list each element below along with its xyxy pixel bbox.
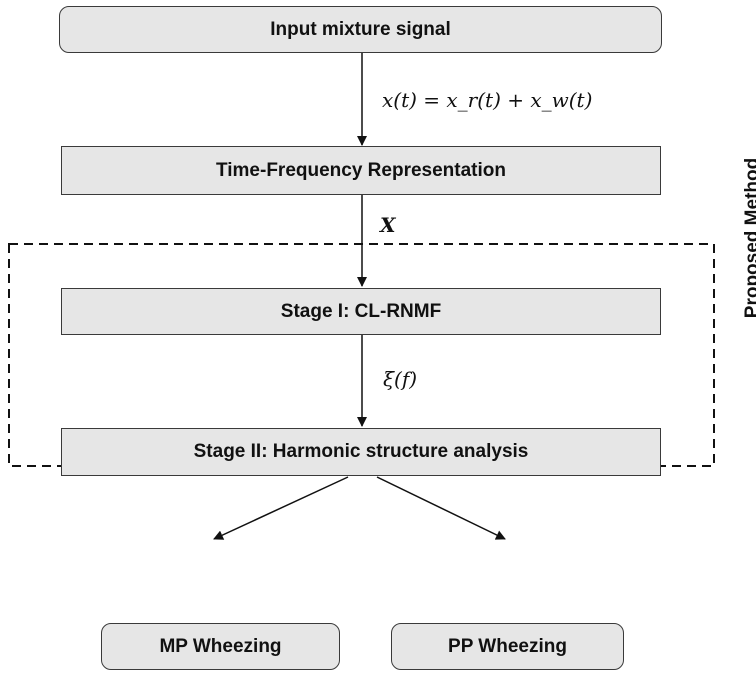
- stage1-node: Stage I: CL-RNMF: [61, 288, 661, 335]
- arrow-stage2-to-pp: [376, 476, 506, 540]
- input-mixture-node: Input mixture signal: [59, 6, 662, 53]
- arrow-stage2-to-mp: [213, 476, 349, 540]
- proposed-method-label: Proposed Method: [742, 157, 756, 319]
- pp-wheezing-node: PP Wheezing: [391, 623, 624, 670]
- stage2-node: Stage II: Harmonic structure analysis: [61, 428, 661, 476]
- time-frequency-node: Time-Frequency Representation: [61, 146, 661, 195]
- spectrogram-label: X: [380, 213, 396, 237]
- xi-label: ξ(f): [383, 367, 418, 391]
- signal-equation-label: x(t) = x_r(t) + x_w(t): [382, 88, 593, 112]
- mp-wheezing-node: MP Wheezing: [101, 623, 340, 670]
